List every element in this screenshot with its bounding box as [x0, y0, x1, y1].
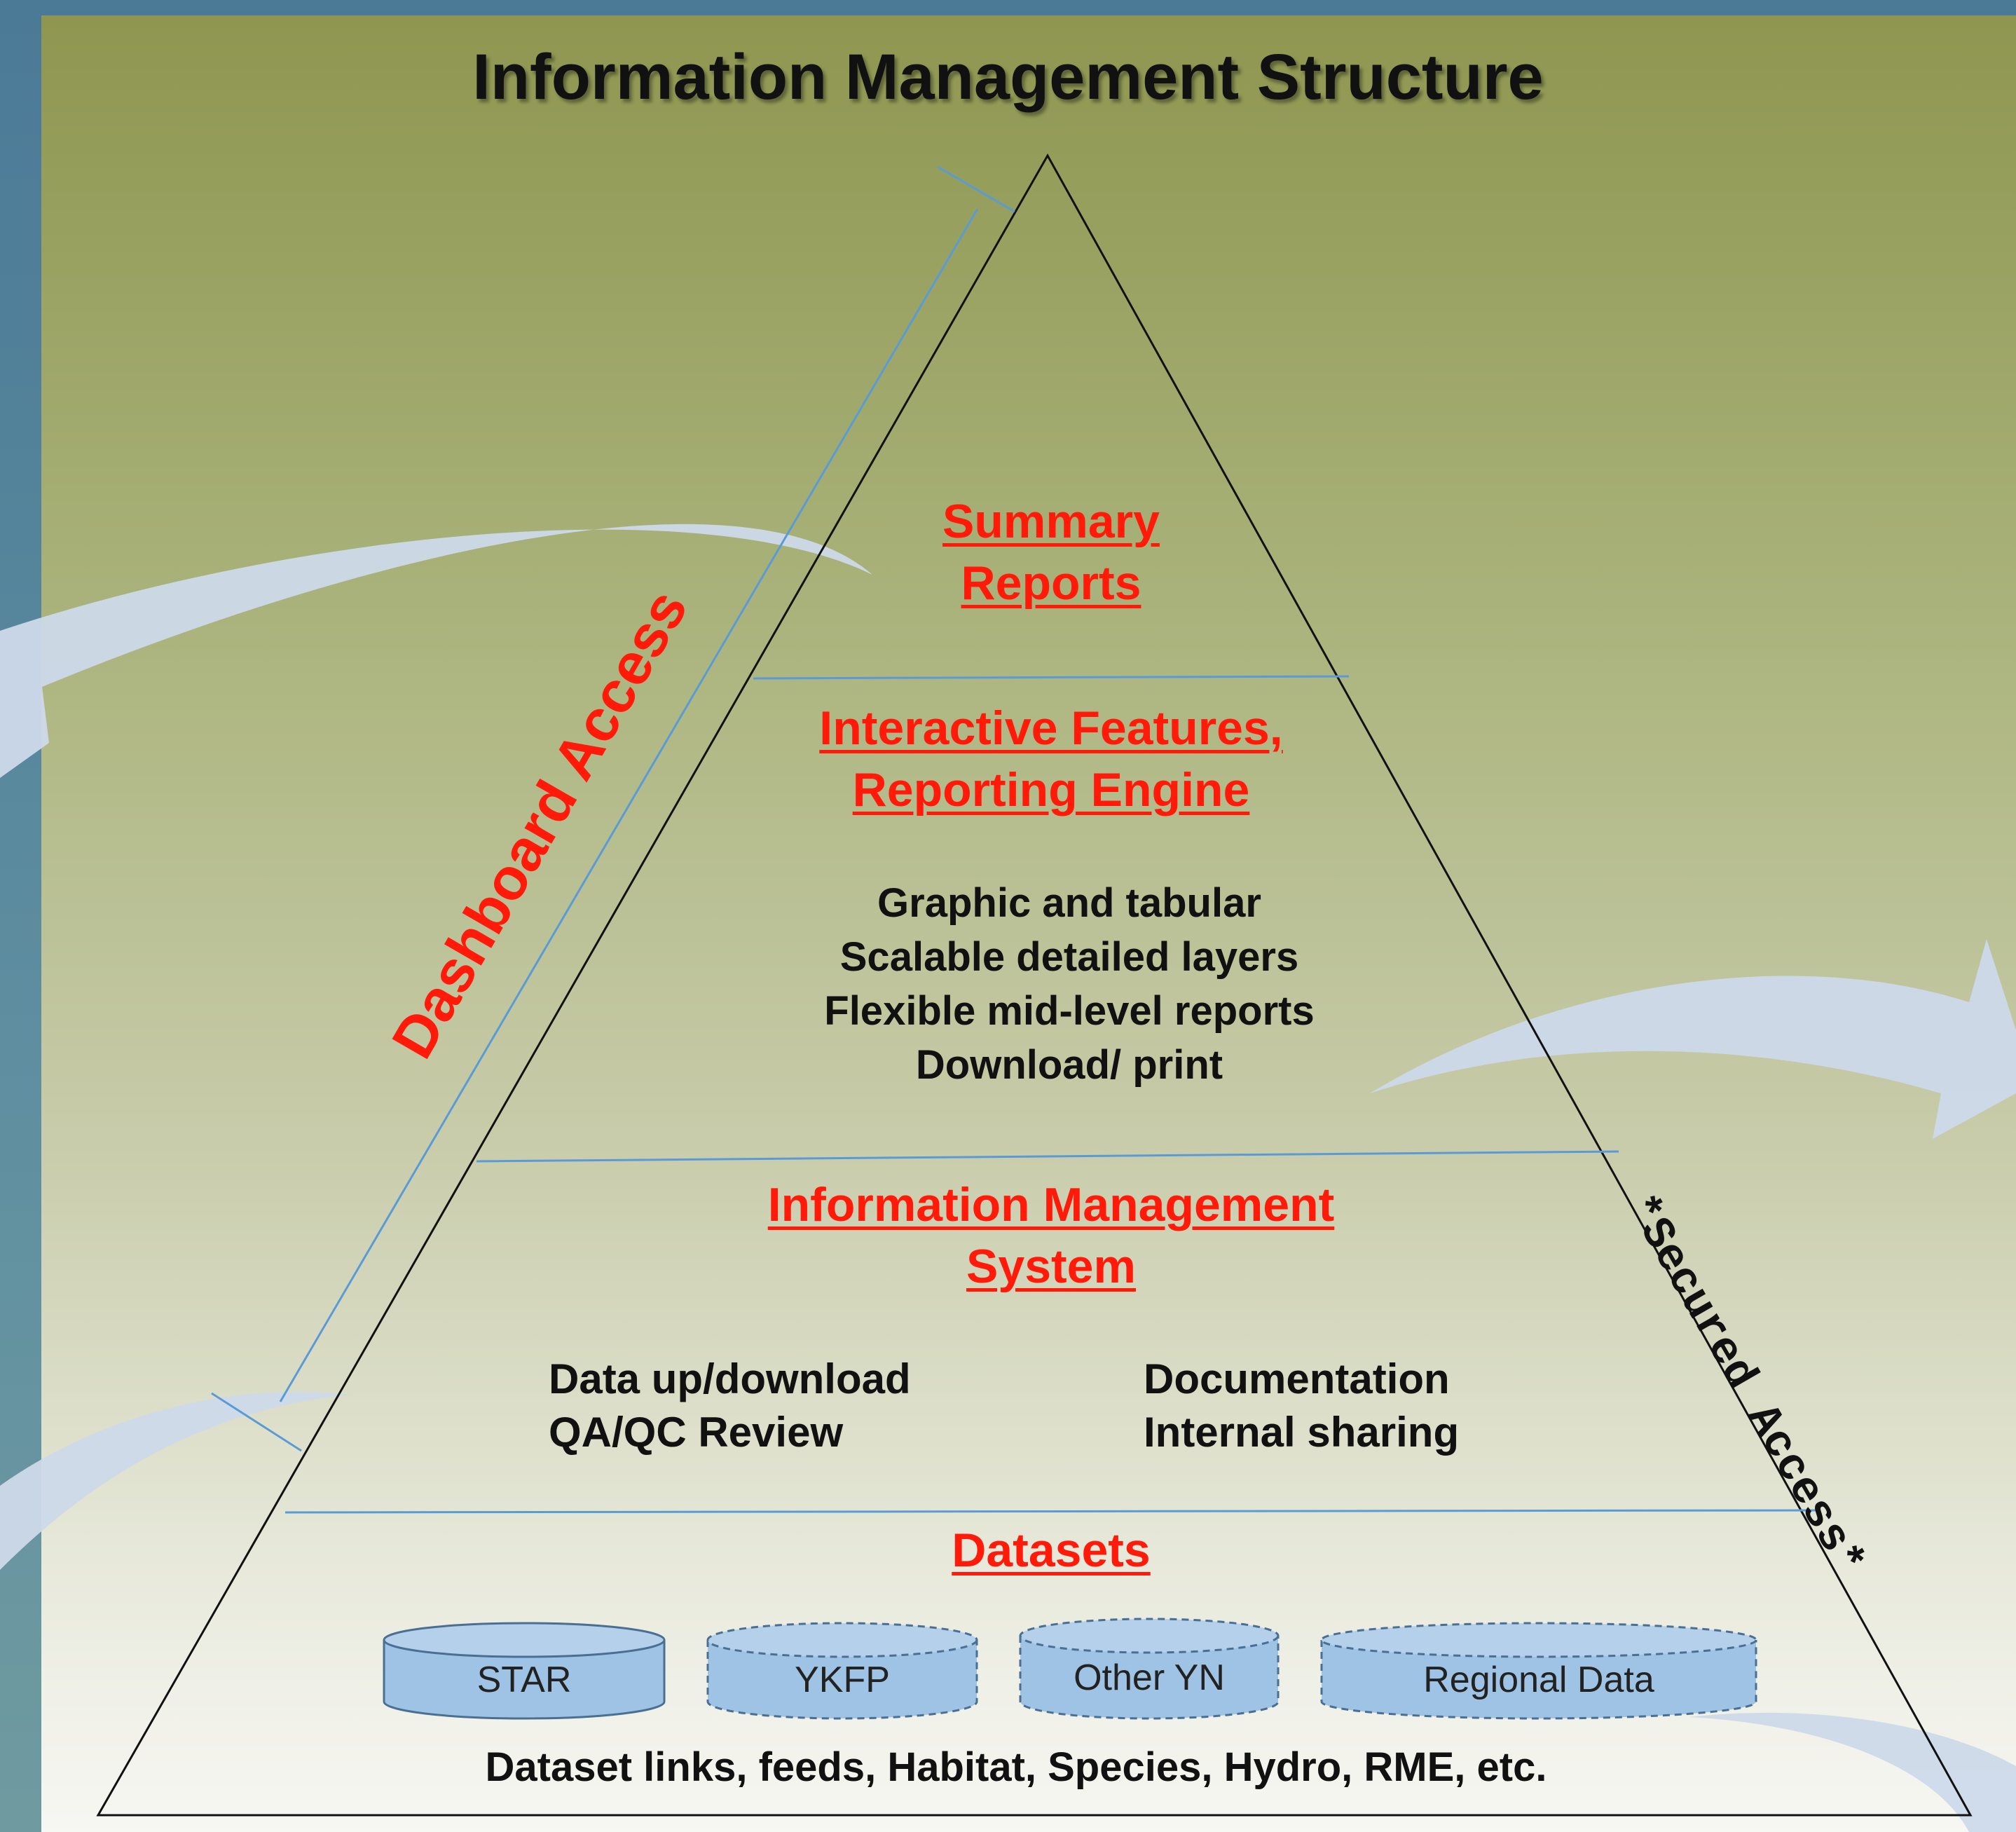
summary-heading-line1: Summary	[942, 495, 1160, 548]
db-other-yn: Other YN	[1019, 1618, 1280, 1720]
db-other-yn-label: Other YN	[1074, 1657, 1225, 1698]
page-title: Information Management Structure	[472, 41, 1544, 113]
ims-item: Documentation	[1144, 1355, 1450, 1402]
interactive-item: Flexible mid-level reports	[824, 988, 1315, 1034]
datasets-heading: Datasets	[952, 1524, 1151, 1577]
db-star-label: STAR	[477, 1660, 572, 1700]
db-regional-data: Regional Data	[1320, 1622, 1757, 1720]
summary-reports-heading: Summary Reports	[771, 491, 1331, 615]
ims-list-left: Data up/download QA/QC Review	[549, 1353, 911, 1459]
interactive-heading-line1: Interactive Features,	[819, 702, 1283, 755]
ims-list-right: Documentation Internal sharing	[1144, 1353, 1459, 1459]
interactive-item: Graphic and tabular	[877, 880, 1261, 926]
datasets-footer: Dataset links, feeds, Habitat, Species, …	[485, 1744, 1547, 1790]
tier-divider-2	[476, 1150, 1619, 1163]
curved-arrow-right-bottom	[1689, 1712, 2016, 1832]
dashboard-access-line	[279, 208, 979, 1402]
dashboard-access-tick-bottom	[211, 1392, 302, 1452]
ims-heading-line1: Information Management	[767, 1178, 1335, 1231]
ims-item: Data up/download	[549, 1355, 911, 1402]
curved-arrow-right-mid	[1370, 939, 2016, 1139]
interactive-features-heading: Interactive Features, Reporting Engine	[701, 697, 1401, 821]
ims-heading: Information Management System	[631, 1174, 1472, 1298]
db-star: STAR	[383, 1622, 666, 1720]
interactive-item: Scalable detailed layers	[839, 934, 1299, 980]
curved-arrow-left-top	[0, 524, 872, 778]
ims-item: Internal sharing	[1144, 1409, 1460, 1456]
db-ykfp-label: YKFP	[795, 1660, 890, 1700]
secured-access-label: *Secured Access*	[1614, 1187, 1874, 1585]
ims-heading-line2: System	[966, 1240, 1136, 1294]
tier-divider-1	[753, 675, 1350, 680]
db-regional-data-label: Regional Data	[1423, 1660, 1654, 1700]
dashboard-access-label: Dashboard Access	[379, 579, 700, 1069]
curved-arrow-left-bottom	[0, 1391, 350, 1570]
db-ykfp: YKFP	[706, 1622, 978, 1720]
diagram-panel	[41, 15, 2016, 1832]
interactive-features-list: Graphic and tabular Scalable detailed la…	[719, 876, 1420, 1092]
dashboard-access-tick-top	[937, 165, 1015, 213]
interactive-heading-line2: Reporting Engine	[852, 763, 1250, 817]
pyramid-outline	[96, 153, 1973, 1817]
interactive-item: Download/ print	[915, 1042, 1223, 1088]
summary-heading-line2: Reports	[961, 556, 1141, 610]
tier-divider-3	[284, 1509, 1819, 1514]
ims-item: QA/QC Review	[549, 1409, 844, 1456]
